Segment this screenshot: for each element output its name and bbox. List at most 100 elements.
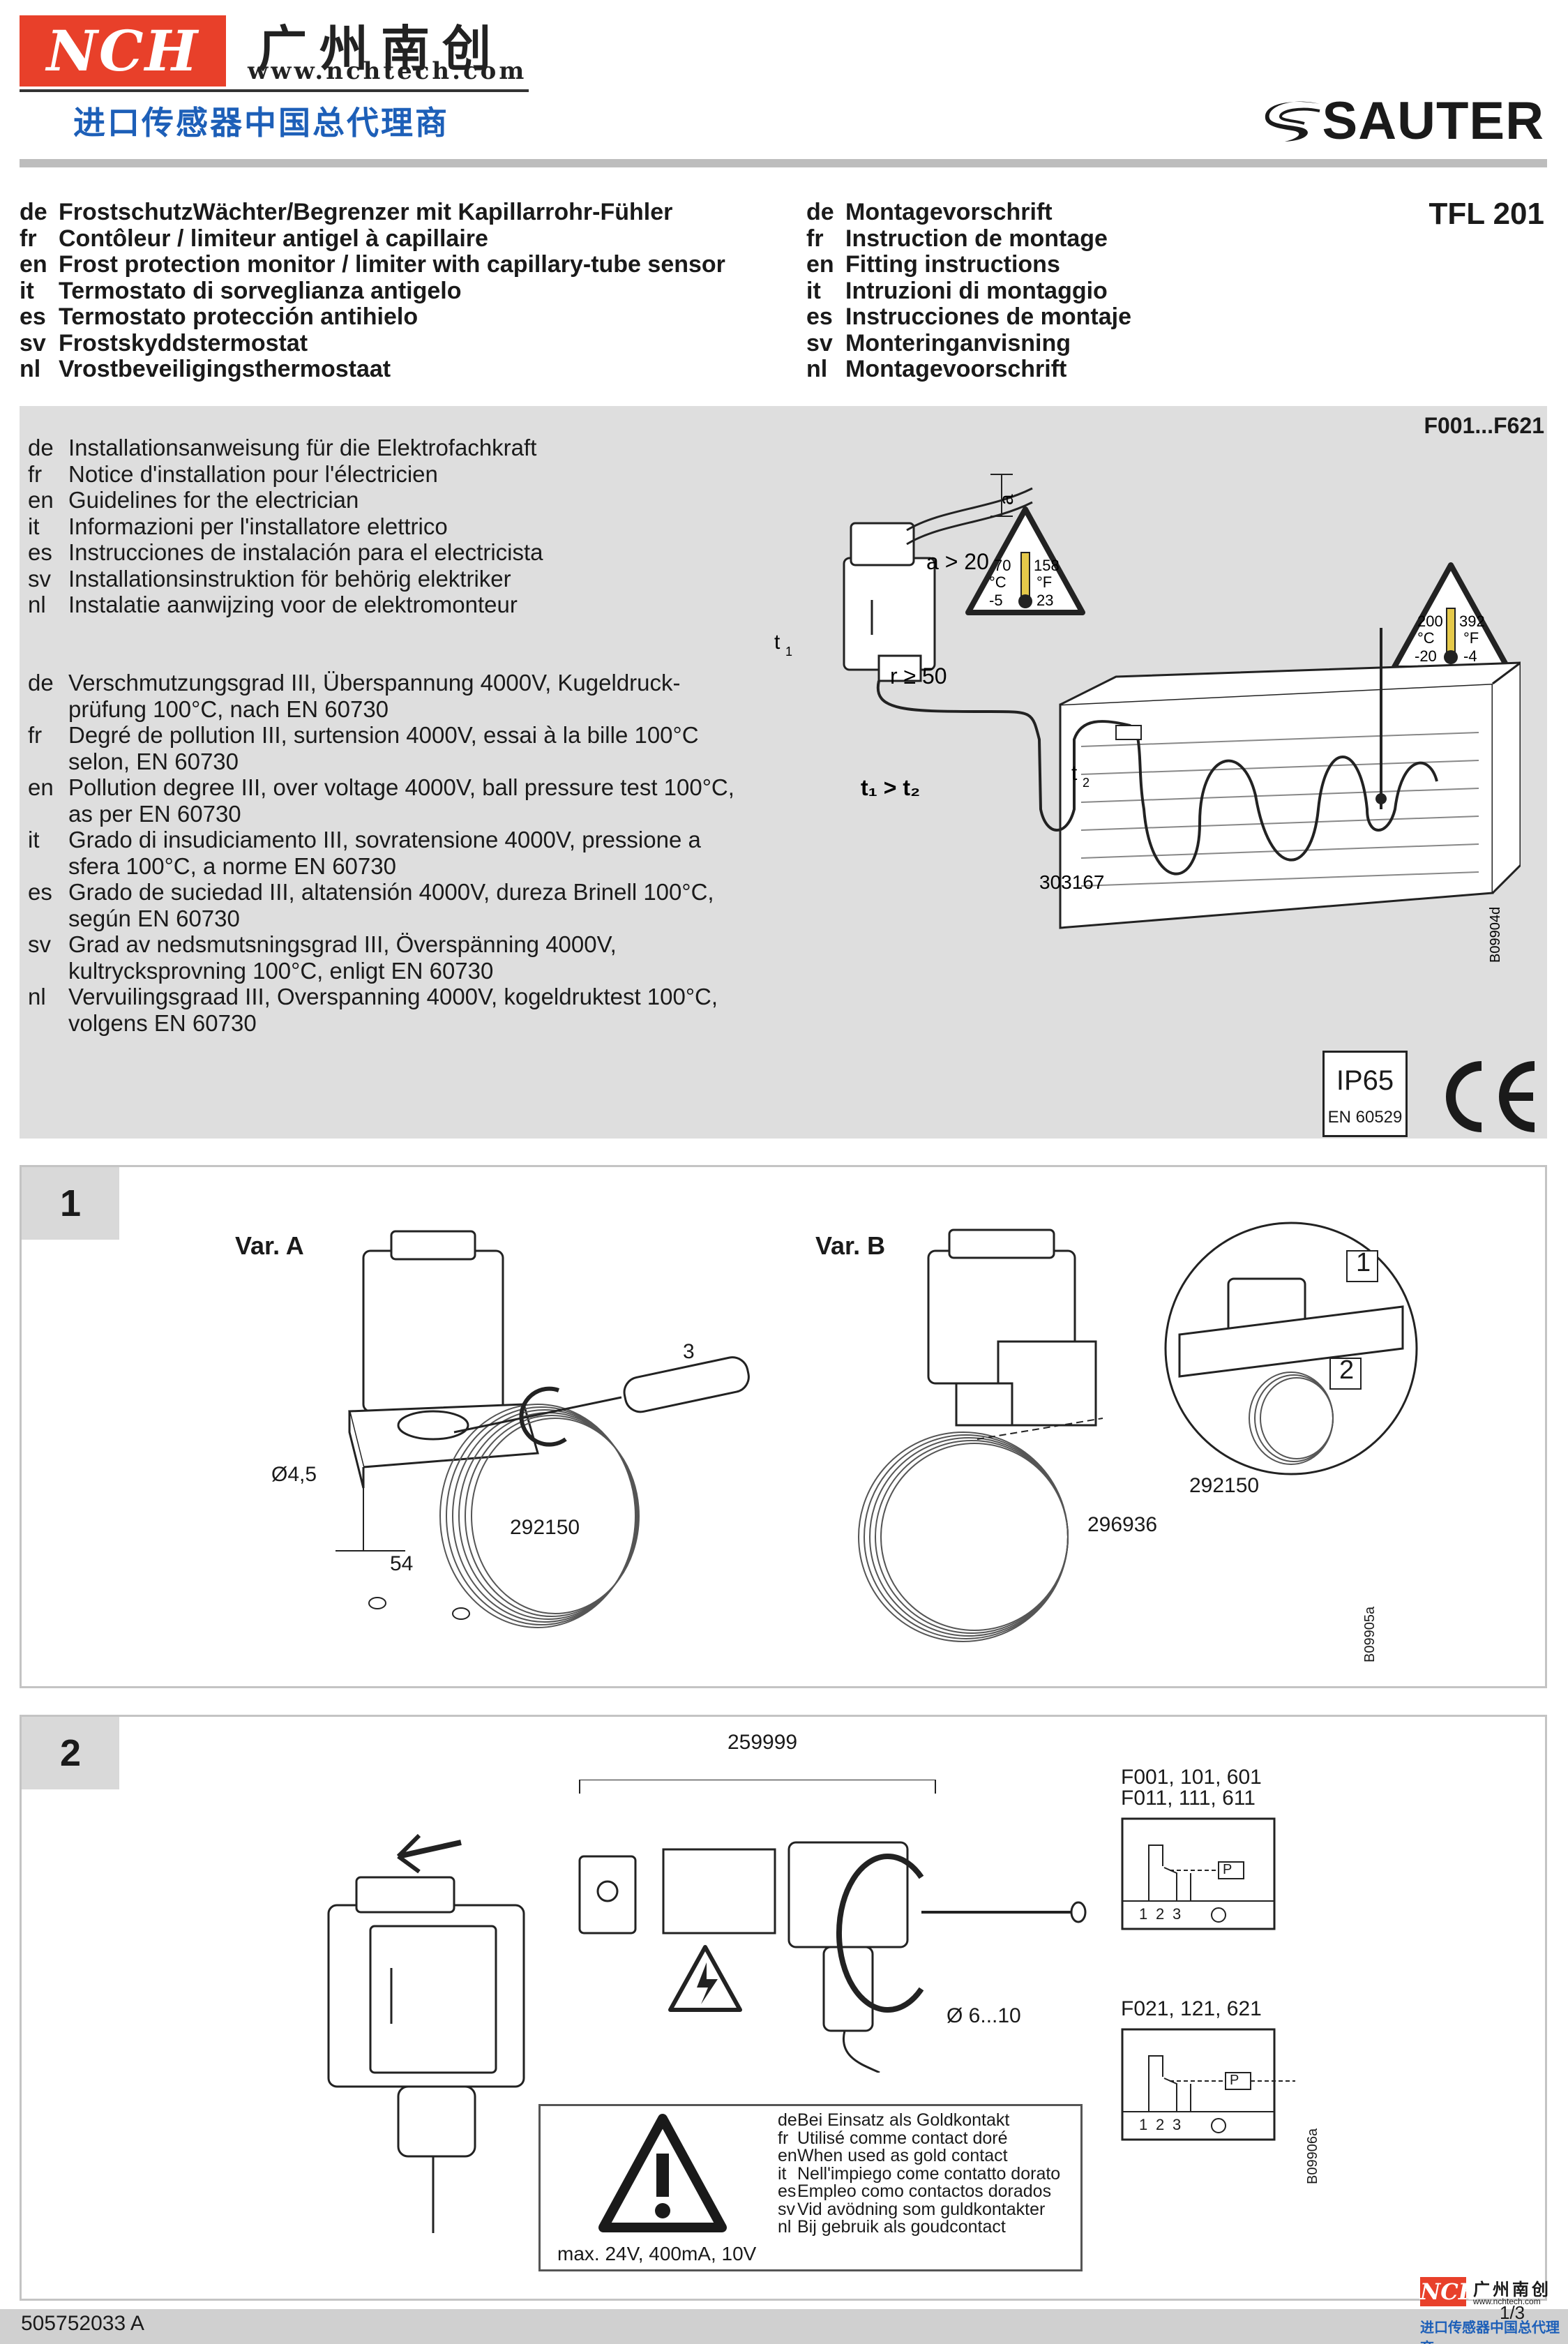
pollution-text: Pollution degree III, over voltage 4000V… (68, 774, 734, 827)
pollution-text: Grado di insudiciamento III, sovratensio… (68, 827, 701, 879)
wiring2-models: F021, 121, 621 (1121, 1997, 1262, 2020)
install-text: Instalatie aanwijzing voor de elektromon… (68, 592, 518, 617)
install-text: Guidelines for the electrician (68, 487, 359, 513)
warn1-f-unit: °F (1036, 573, 1052, 591)
instruction-row: nl Montagevoorschrift (806, 356, 1131, 383)
instruction-text: Montagevoorschrift (845, 356, 1067, 382)
t2-sub: 2 (1083, 776, 1090, 790)
instruction-row: sv Monteringanvisning (806, 329, 1131, 357)
lang-code: de (20, 199, 47, 225)
lang-code: de (28, 435, 54, 460)
title-row: it Termostato di sorveglianza antigelo (20, 278, 725, 305)
nch-divider (20, 89, 529, 92)
step-panel-2: 2 259999 Ø 6...10 (20, 1715, 1547, 2301)
lang-code: nl (778, 2217, 792, 2237)
wiring1-p-label: P (1223, 1862, 1232, 1877)
part-296936: 296936 (1087, 1513, 1158, 1536)
lang-code: sv (28, 565, 51, 592)
title-text: Frostskyddstermostat (59, 329, 308, 356)
connector-part-number: 259999 (728, 1731, 798, 1754)
nch-chinese-name: 广州南创 (258, 20, 504, 77)
lang-code: es (28, 879, 52, 905)
install-row: sv Installationsinstruktion för behörig e… (28, 566, 543, 592)
lang-code: sv (806, 329, 833, 356)
lang-code: it (28, 827, 40, 852)
pollution-text: Vervuilingsgraad III, Overspanning 4000V… (68, 984, 718, 1036)
wiring-diagram-2 (1121, 2028, 1295, 2141)
lang-code: it (778, 2163, 787, 2184)
lang-code: es (778, 2181, 797, 2201)
overview-illustration: a a > 20 70 158 °C °F -5 23 200 392 °C °… (774, 474, 1521, 963)
lang-code: fr (28, 722, 43, 748)
instruction-text: Instruction de montage (845, 225, 1108, 252)
warn1-c-low: -5 (989, 592, 1003, 609)
t2-label: t (1071, 762, 1078, 785)
install-text: Installationsinstruktion för behörig ele… (68, 565, 511, 592)
hole-diameter-label: Ø4,5 (271, 1463, 317, 1486)
warning-text: Empleo como contactos dorados (797, 2181, 1052, 2201)
wiring2-terminal-2: 2 (1156, 2116, 1165, 2133)
footer-nch-url: www.nchtech.com (1473, 2297, 1541, 2306)
heat-exchanger (1059, 661, 1521, 929)
footer-bar (0, 2309, 1568, 2344)
instruction-text: Monteringanvisning (845, 329, 1071, 356)
warning-text: Bij gebruik als goudcontact (797, 2217, 1006, 2237)
pollution-row: it Grado di insudiciamento III, sovratens… (28, 827, 753, 879)
nch-logo: NCH (20, 15, 226, 87)
lang-code: fr (778, 2128, 789, 2148)
screwdriver-size-label: 3 (683, 1340, 695, 1363)
lang-code: nl (28, 592, 46, 617)
title-text: Termostato di sorveglianza antigelo (59, 277, 462, 304)
instruction-text: Montagevorschrift (845, 199, 1053, 225)
variant-b-illustration (858, 1222, 1418, 1642)
lang-code: nl (806, 356, 828, 382)
footer-nch-name: 广州南创 (1473, 2280, 1551, 2299)
caution-icon (598, 2114, 727, 2232)
wiring1-terminal-1: 1 (1139, 1905, 1148, 1923)
screwdriver-icon (453, 1356, 750, 1434)
lang-code: sv (28, 931, 51, 957)
install-text: Notice d'installation pour l'électricien (68, 460, 438, 487)
header-rule (20, 159, 1547, 167)
lang-code: fr (806, 225, 824, 252)
temperature-relation: t₁ > t₂ (861, 775, 920, 800)
ip-rating: IP65 (1336, 1065, 1394, 1096)
connector-exploded-view (578, 1780, 1087, 2073)
warning-text: Bei Einsatz als Goldkontakt (797, 2110, 1010, 2130)
lang-code: en (28, 487, 54, 513)
wiring1-models-line2: F011, 111, 611 (1121, 1787, 1256, 1810)
warning-row: esEmpleo como contactos dorados (778, 2181, 1060, 2201)
cable-diameter-label: Ø 6...10 (947, 2004, 1021, 2027)
instruction-text: Instrucciones de montaje (845, 303, 1131, 330)
step-1-label: 1 (1356, 1248, 1371, 1277)
warn2-f-high: 392 (1459, 613, 1485, 630)
lang-code: es (28, 539, 52, 565)
a-min-label: a > 20 (926, 549, 989, 574)
nch-logo-text: NCH (46, 18, 199, 84)
pollution-text: Verschmutzungsgrad III, Überspannung 400… (68, 670, 681, 722)
temperature-limit-warning-icon: 70 158 °C °F -5 23 (965, 506, 1085, 615)
thermostat-illustration (327, 1833, 525, 2233)
pollution-text: Degré de pollution III, surtension 4000V… (68, 722, 699, 774)
wiring2-p-label: P (1230, 2073, 1239, 2088)
warning-text: Vid avödning som guldkontakter (797, 2199, 1046, 2219)
wiring1-terminal-3: 3 (1173, 1905, 1182, 1923)
page-number: 1/3 (1500, 2302, 1525, 2323)
nch-url: www.nchtech.com (248, 57, 527, 85)
warn2-f-unit: °F (1463, 629, 1479, 647)
warn1-c-high: 70 (994, 557, 1011, 574)
lang-code: de (28, 670, 54, 696)
lang-code: it (20, 277, 34, 304)
